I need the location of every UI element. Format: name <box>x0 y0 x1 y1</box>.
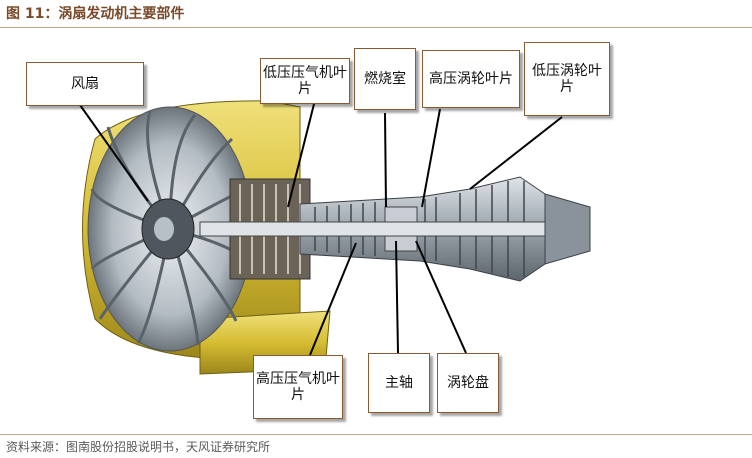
leader-lines <box>79 103 563 356</box>
footer-divider <box>0 434 752 435</box>
label-hpc-blade: 高压压气机叶片 <box>253 355 343 419</box>
label-combustor: 燃烧室 <box>354 48 416 110</box>
label-fan: 风扇 <box>26 62 144 106</box>
exhaust-nozzle <box>544 193 591 265</box>
label-hpt-blade: 高压涡轮叶片 <box>422 50 520 108</box>
turbofan-engine-illustration <box>79 100 591 375</box>
title-divider <box>0 27 752 28</box>
label-turbine-disk: 涡轮盘 <box>437 353 499 413</box>
label-main-shaft: 主轴 <box>368 353 430 413</box>
label-lpc-blade: 低压压气机叶片 <box>260 58 350 104</box>
main-shaft <box>199 221 551 237</box>
figure-title: 图 11：涡扇发动机主要部件 <box>6 6 185 22</box>
label-lpt-blade: 低压涡轮叶片 <box>524 42 610 116</box>
fan-blades <box>87 106 253 352</box>
figure-source: 资料来源：图南股份招股说明书，天风证券研究所 <box>6 440 271 454</box>
